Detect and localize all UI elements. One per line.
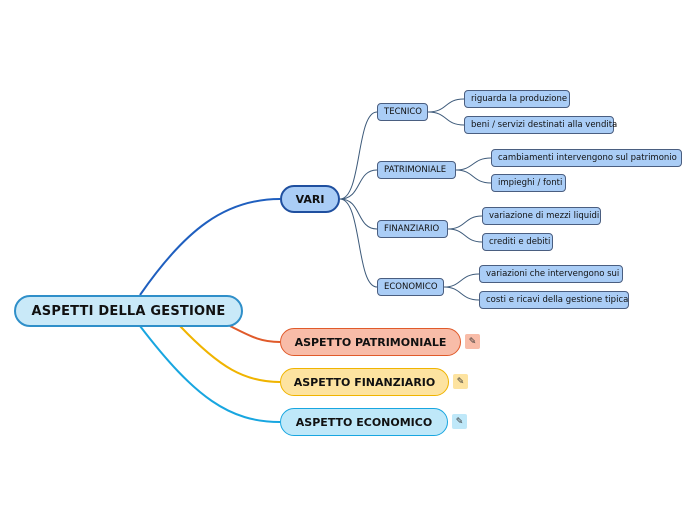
main-node-finanziario[interactable]: ASPETTO FINANZIARIO (280, 368, 449, 396)
main-node-vari[interactable]: VARI (280, 185, 340, 213)
link-root-vari (139, 198, 281, 296)
link-root-finanziario (179, 325, 281, 383)
leaf-node[interactable]: cambiamenti intervengono sul patrimonio (491, 149, 682, 167)
link-finanziario-leaf2 (447, 228, 483, 243)
link-patrimoniale-leaf2 (455, 169, 492, 184)
leaf-node[interactable]: variazioni che intervengono sui (479, 265, 623, 283)
leaf-node[interactable]: crediti e debiti (482, 233, 553, 251)
leaf-node[interactable]: riguarda la produzione (464, 90, 570, 108)
main-node-economico[interactable]: ASPETTO ECONOMICO (280, 408, 448, 436)
link-patrimoniale-leaf1 (455, 157, 492, 171)
link-tecnico-leaf2 (427, 111, 465, 126)
link-tecnico-leaf1 (427, 98, 465, 113)
link-finanziario-leaf1 (447, 215, 483, 230)
sub-node-patrimoniale[interactable]: PATRIMONIALE (377, 161, 456, 179)
link-vari-patrimoniale (339, 169, 378, 200)
link-economico-leaf2 (443, 286, 480, 301)
main-node-patrimoniale[interactable]: ASPETTO PATRIMONIALE (280, 328, 461, 356)
link-root-patrimoniale (229, 325, 281, 343)
leaf-node[interactable]: variazione di mezzi liquidi (482, 207, 601, 225)
edit-icon[interactable]: ✎ (465, 334, 480, 349)
link-vari-finanziario (339, 198, 378, 230)
sub-node-tecnico[interactable]: TECNICO (377, 103, 428, 121)
edit-icon[interactable]: ✎ (453, 374, 468, 389)
sub-node-economico[interactable]: ECONOMICO (377, 278, 444, 296)
edit-icon[interactable]: ✎ (452, 414, 467, 429)
leaf-node[interactable]: beni / servizi destinati alla vendita (464, 116, 617, 134)
leaf-node[interactable]: impieghi / fonti (491, 174, 566, 192)
link-vari-tecnico (339, 111, 378, 200)
leaf-node[interactable]: costi e ricavi della gestione tipica (479, 291, 629, 309)
link-economico-leaf1 (443, 273, 480, 288)
link-vari-economico (339, 198, 378, 288)
link-root-economico (139, 325, 281, 423)
sub-node-finanziario[interactable]: FINANZIARIO (377, 220, 448, 238)
root-node[interactable]: ASPETTI DELLA GESTIONE (14, 295, 243, 327)
